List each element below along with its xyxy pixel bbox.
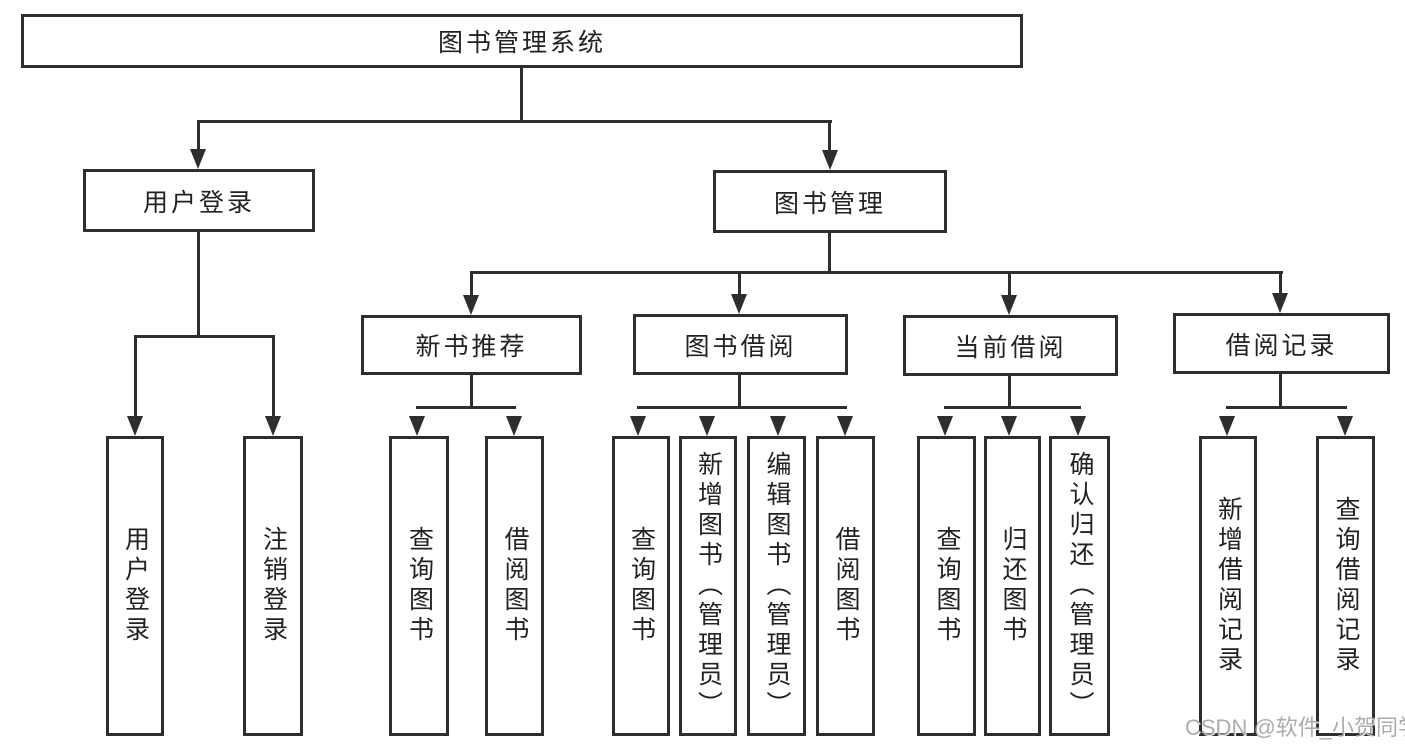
node-current-borrow: 当前借阅: [903, 315, 1118, 376]
leaf-query-books-recommend: 查询图书: [389, 436, 449, 736]
leaf-add-books-admin-label: 新增图书（管理员）: [694, 451, 723, 721]
leaf-logout-label: 注销登录: [259, 526, 288, 646]
arrow-down-icon: [409, 416, 425, 436]
arrow-down-icon: [699, 416, 715, 436]
connector-book-borrow-split: [637, 406, 847, 409]
arrow-down-icon: [1272, 293, 1288, 313]
connector-user-login-stem: [197, 232, 200, 335]
connector-current-borrow-split: [944, 406, 1081, 409]
leaf-query-borrow-record: 查询借阅记录: [1316, 436, 1375, 736]
arrow-down-icon: [1001, 416, 1017, 436]
arrow-down-icon: [630, 416, 646, 436]
node-user-login: 用户登录: [83, 169, 315, 232]
connector-to-borrow-records: [1279, 271, 1282, 297]
arrow-down-icon: [1070, 416, 1086, 436]
leaf-borrow-books-recommend: 借阅图书: [485, 436, 544, 736]
node-new-book-recommend-label: 新书推荐: [415, 333, 528, 361]
leaf-edit-books-admin-label: 编辑图书（管理员）: [763, 451, 791, 721]
connector-to-user-login: [197, 120, 200, 152]
node-root: 图书管理系统: [21, 14, 1023, 68]
leaf-query-books-current-label: 查询图书: [933, 526, 961, 646]
arrow-down-icon: [190, 149, 206, 169]
node-current-borrow-label: 当前借阅: [954, 333, 1067, 362]
leaf-user-login: 用户登录: [106, 436, 164, 736]
connector-to-book-management: [828, 120, 831, 153]
leaf-confirm-return-admin-label: 确认归还（管理员）: [1066, 451, 1094, 721]
leaf-confirm-return-admin: 确认归还（管理员）: [1049, 436, 1110, 736]
arrow-down-icon: [1001, 295, 1017, 315]
arrow-down-icon: [506, 416, 522, 436]
arrow-down-icon: [731, 294, 747, 314]
leaf-query-books-recommend-label: 查询图书: [405, 526, 434, 646]
connector-borrow-records-split: [1226, 406, 1347, 409]
csdn-watermark: CSDN @软件_小贺同学: [1185, 715, 1405, 740]
connector-book-management-split: [470, 271, 1283, 274]
leaf-borrow-books: 借阅图书: [816, 436, 875, 736]
connector-root-stem: [520, 68, 523, 120]
leaf-user-login-label: 用户登录: [121, 526, 150, 646]
arrow-down-icon: [463, 295, 479, 315]
leaf-logout: 注销登录: [243, 436, 303, 736]
connector-book-management-stem: [828, 233, 831, 271]
leaf-borrow-books-label: 借阅图书: [832, 526, 860, 646]
leaf-return-books-label: 归还图书: [999, 526, 1027, 646]
leaf-add-borrow-record: 新增借阅记录: [1199, 436, 1257, 736]
connector-to-book-borrow: [738, 271, 741, 298]
arrow-down-icon: [822, 150, 838, 170]
arrow-down-icon: [937, 416, 953, 436]
arrow-down-icon: [837, 416, 853, 436]
leaf-query-books-borrow: 查询图书: [612, 436, 670, 736]
node-book-management-label: 图书管理: [773, 189, 886, 218]
node-book-management: 图书管理: [713, 170, 947, 233]
node-borrow-records: 借阅记录: [1173, 313, 1390, 374]
node-root-label: 图书管理系统: [437, 29, 606, 57]
connector-book-borrow-stem: [738, 375, 741, 406]
node-user-login-label: 用户登录: [142, 188, 255, 217]
connector-new-book-split: [416, 406, 516, 409]
leaf-query-borrow-record-label: 查询借阅记录: [1332, 496, 1360, 676]
leaf-add-borrow-record-label: 新增借阅记录: [1214, 496, 1243, 676]
leaf-return-books: 归还图书: [984, 436, 1041, 736]
leaf-edit-books-admin: 编辑图书（管理员）: [747, 436, 806, 736]
connector-to-leaf-user-login: [134, 335, 137, 419]
arrow-down-icon: [770, 416, 786, 436]
leaf-add-books-admin: 新增图书（管理员）: [679, 436, 737, 736]
arrow-down-icon: [265, 416, 281, 436]
node-borrow-records-label: 借阅记录: [1225, 331, 1338, 360]
connector-root-split: [197, 120, 832, 123]
connector-new-book-stem: [470, 375, 473, 406]
node-book-borrow: 图书借阅: [633, 314, 848, 375]
node-new-book-recommend: 新书推荐: [361, 315, 582, 375]
connector-to-current-borrow: [1008, 271, 1011, 298]
connector-user-login-split: [134, 335, 275, 338]
leaf-query-books-current: 查询图书: [917, 436, 976, 736]
arrow-down-icon: [1219, 416, 1235, 436]
arrow-down-icon: [1337, 416, 1353, 436]
connector-to-new-book: [470, 271, 473, 298]
connector-to-leaf-logout: [272, 335, 275, 419]
connector-borrow-records-stem: [1279, 374, 1282, 406]
connector-current-borrow-stem: [1008, 376, 1011, 406]
leaf-query-books-borrow-label: 查询图书: [627, 526, 656, 646]
node-book-borrow-label: 图书借阅: [684, 332, 797, 361]
leaf-borrow-books-recommend-label: 借阅图书: [501, 526, 529, 646]
arrow-down-icon: [127, 416, 143, 436]
